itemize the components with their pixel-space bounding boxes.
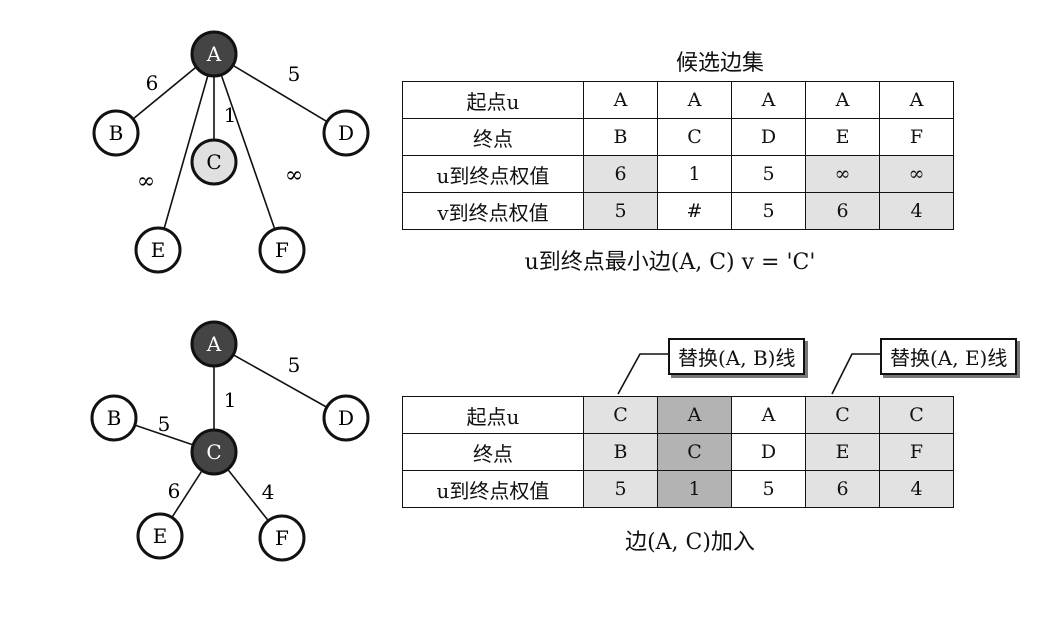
top-node-d-circle	[322, 109, 370, 157]
table-cell: C	[805, 396, 880, 434]
top-node-d-label: D	[338, 121, 354, 145]
top-node-f-circle	[258, 226, 306, 274]
bottom-caption: 边(A, C)加入	[625, 530, 755, 555]
top-node-f-label: F	[275, 238, 289, 262]
table-cell: F	[879, 118, 954, 156]
table-cell: 6	[583, 155, 658, 193]
table-cell: E	[805, 433, 880, 471]
bottom-edge-label-cf: 4	[262, 480, 275, 504]
top-edge-a-e	[157, 53, 215, 251]
top-node-b-label: B	[109, 121, 124, 145]
callout-replace-ab: 替换(A, B)线	[668, 338, 806, 375]
top-node-c-circle	[190, 138, 238, 186]
row-header: 终点	[402, 433, 584, 471]
table-cell: A	[731, 396, 806, 434]
bottom-edge-a-d	[213, 343, 347, 419]
table-cell: 6	[805, 192, 880, 230]
bottom-node-b-circle	[90, 394, 138, 442]
bottom-node-a-circle	[190, 320, 238, 368]
top-node-b-circle	[92, 109, 140, 157]
table-row: 终点 B C D E F	[402, 433, 954, 471]
table-cell: E	[805, 118, 880, 156]
row-header: 起点u	[402, 81, 584, 119]
table-row: 起点u C A A C C	[402, 396, 954, 434]
bottom-node-d-label: D	[338, 406, 354, 430]
callout-leader-ae	[831, 353, 880, 395]
table-cell: C	[657, 118, 732, 156]
table-cell: D	[731, 433, 806, 471]
top-table-title: 候选边集	[675, 51, 764, 76]
table-cell: A	[805, 81, 880, 119]
table-cell: 5	[731, 192, 806, 230]
table-cell: B	[583, 118, 658, 156]
bottom-edge-label-ac: 1	[224, 388, 237, 412]
table-row: v到终点权值 5 # 5 6 4	[402, 192, 954, 230]
row-header: v到终点权值	[402, 192, 584, 230]
table-cell: A	[879, 81, 954, 119]
table-cell: ∞	[805, 155, 880, 193]
table-cell: A	[731, 81, 806, 119]
table-cell: #	[657, 192, 732, 230]
table-cell: D	[731, 118, 806, 156]
bottom-node-d-circle	[322, 394, 370, 442]
bottom-node-f-circle	[258, 514, 306, 562]
table-cell: A	[657, 81, 732, 119]
callout-replace-ae: 替换(A, E)线	[880, 338, 1018, 375]
top-edge-label-ad: 5	[288, 62, 301, 86]
bottom-node-a-label: A	[206, 332, 222, 356]
row-header: u到终点权值	[402, 470, 584, 508]
table-row: 终点 B C D E F	[402, 118, 954, 156]
top-edge-label-ab: 6	[146, 71, 159, 95]
bottom-edge-label-ad: 5	[288, 353, 301, 377]
table-cell: 5	[583, 470, 658, 508]
table-cell: 1	[657, 470, 732, 508]
table-cell: 5	[583, 192, 658, 230]
top-edge-label-af: ∞	[285, 163, 303, 188]
callout-leader-ab	[617, 353, 668, 395]
top-candidate-table: 起点u A A A A A 终点 B C D E F u到终点权值 6 1 5 …	[402, 81, 954, 230]
table-row: u到终点权值 5 1 5 6 4	[402, 470, 954, 508]
top-node-a-label: A	[206, 42, 222, 66]
bottom-edge-label-bc: 5	[158, 412, 171, 436]
top-node-c-label: C	[206, 150, 221, 174]
bottom-candidate-table: 起点u C A A C C 终点 B C D E F u到终点权值 5 1 5 …	[402, 396, 954, 508]
table-cell: 5	[731, 155, 806, 193]
table-cell: A	[583, 81, 658, 119]
bottom-node-e-label: E	[153, 524, 168, 548]
bottom-node-e-circle	[136, 512, 184, 560]
table-cell: 6	[805, 470, 880, 508]
row-header: u到终点权值	[402, 155, 584, 193]
table-cell: 4	[879, 192, 954, 230]
table-cell: C	[879, 396, 954, 434]
row-header: 终点	[402, 118, 584, 156]
bottom-node-c-circle	[190, 428, 238, 476]
top-caption: u到终点最小边(A, C) v = 'C'	[524, 250, 816, 275]
table-cell: C	[583, 396, 658, 434]
table-cell: 1	[657, 155, 732, 193]
table-row: u到终点权值 6 1 5 ∞ ∞	[402, 155, 954, 193]
table-cell: ∞	[879, 155, 954, 193]
top-node-e-label: E	[151, 238, 166, 262]
table-cell: 5	[731, 470, 806, 508]
table-cell: F	[879, 433, 954, 471]
bottom-node-f-label: F	[275, 526, 289, 550]
row-header: 起点u	[402, 396, 584, 434]
bottom-graph: 1 5 5 6 4 A B C D E F	[90, 320, 370, 562]
top-node-e-circle	[134, 226, 182, 274]
top-edge-label-ac: 1	[224, 103, 237, 127]
top-edge-label-ae: ∞	[137, 169, 155, 194]
table-cell: A	[657, 396, 732, 434]
table-cell: C	[657, 433, 732, 471]
bottom-node-c-label: C	[206, 440, 221, 464]
top-node-a-circle	[190, 30, 238, 78]
table-row: 起点u A A A A A	[402, 81, 954, 119]
bottom-edge-label-ce: 6	[168, 479, 181, 503]
bottom-node-b-label: B	[107, 406, 122, 430]
top-edge-a-f	[213, 53, 283, 251]
table-cell: B	[583, 433, 658, 471]
table-cell: 4	[879, 470, 954, 508]
top-graph: 6 1 5 ∞ ∞ A B C D E F	[92, 30, 370, 274]
top-edge-a-d	[213, 53, 347, 134]
